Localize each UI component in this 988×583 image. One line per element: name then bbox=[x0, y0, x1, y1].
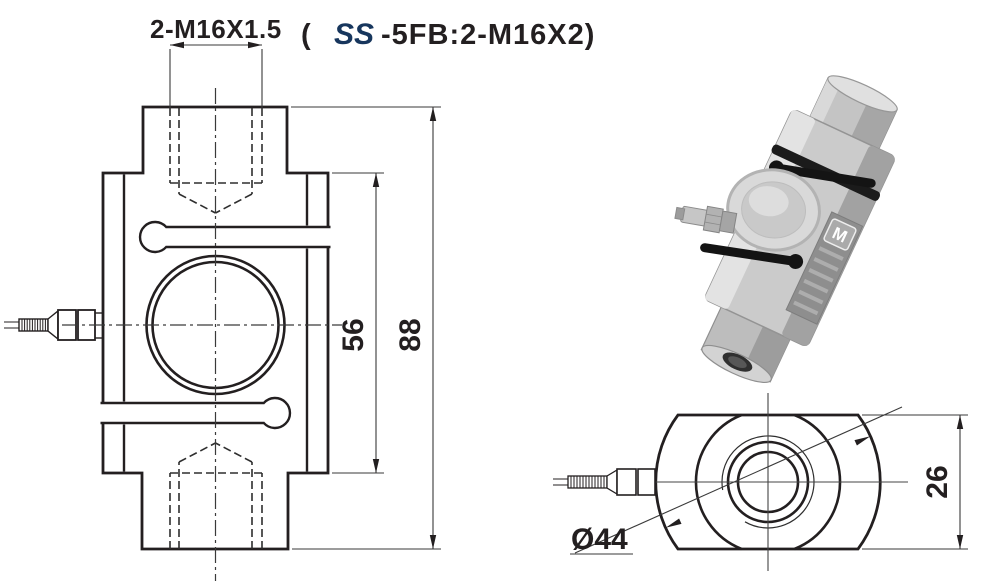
photo-face-features bbox=[700, 160, 876, 270]
photo-label: M bbox=[785, 211, 864, 325]
dim-thread-width bbox=[169, 41, 263, 113]
front-lower-slot bbox=[100, 396, 292, 430]
front-wall-lines bbox=[122, 174, 309, 472]
photo-cable-gland bbox=[674, 205, 738, 234]
dim-88: 88 bbox=[291, 106, 441, 550]
front-view: 56 88 2-M16X1.5 ( SS -5FB:2-M16X2) bbox=[4, 14, 595, 581]
top-cable-gland bbox=[553, 468, 656, 496]
dim-diameter: Ø44 bbox=[570, 406, 903, 556]
top-thread-arc bbox=[721, 435, 815, 529]
dim-diameter-label: Ø44 bbox=[571, 523, 628, 556]
dim-26-label: 26 bbox=[921, 465, 954, 498]
front-cable-gland bbox=[4, 309, 102, 341]
alt-spec-brand: SS bbox=[334, 18, 374, 51]
dim-26: 26 bbox=[862, 414, 968, 550]
front-upper-slot bbox=[138, 220, 331, 254]
dim-56: 56 bbox=[332, 172, 384, 474]
front-bottom-thread-hidden bbox=[169, 442, 263, 549]
alt-spec-open: ( bbox=[301, 19, 312, 51]
alt-spec-label: ( SS -5FB:2-M16X2) bbox=[301, 18, 595, 51]
front-top-thread-hidden bbox=[169, 108, 263, 214]
dim-56-label: 56 bbox=[337, 318, 370, 351]
product-photo: M bbox=[674, 75, 898, 383]
thread-spec-label: 2-M16X1.5 bbox=[150, 14, 282, 44]
front-body-outline bbox=[101, 105, 330, 551]
alt-spec-rest: -5FB:2-M16X2) bbox=[381, 19, 595, 51]
dim-88-label: 88 bbox=[394, 318, 427, 351]
top-view: Ø44 26 bbox=[553, 393, 968, 571]
